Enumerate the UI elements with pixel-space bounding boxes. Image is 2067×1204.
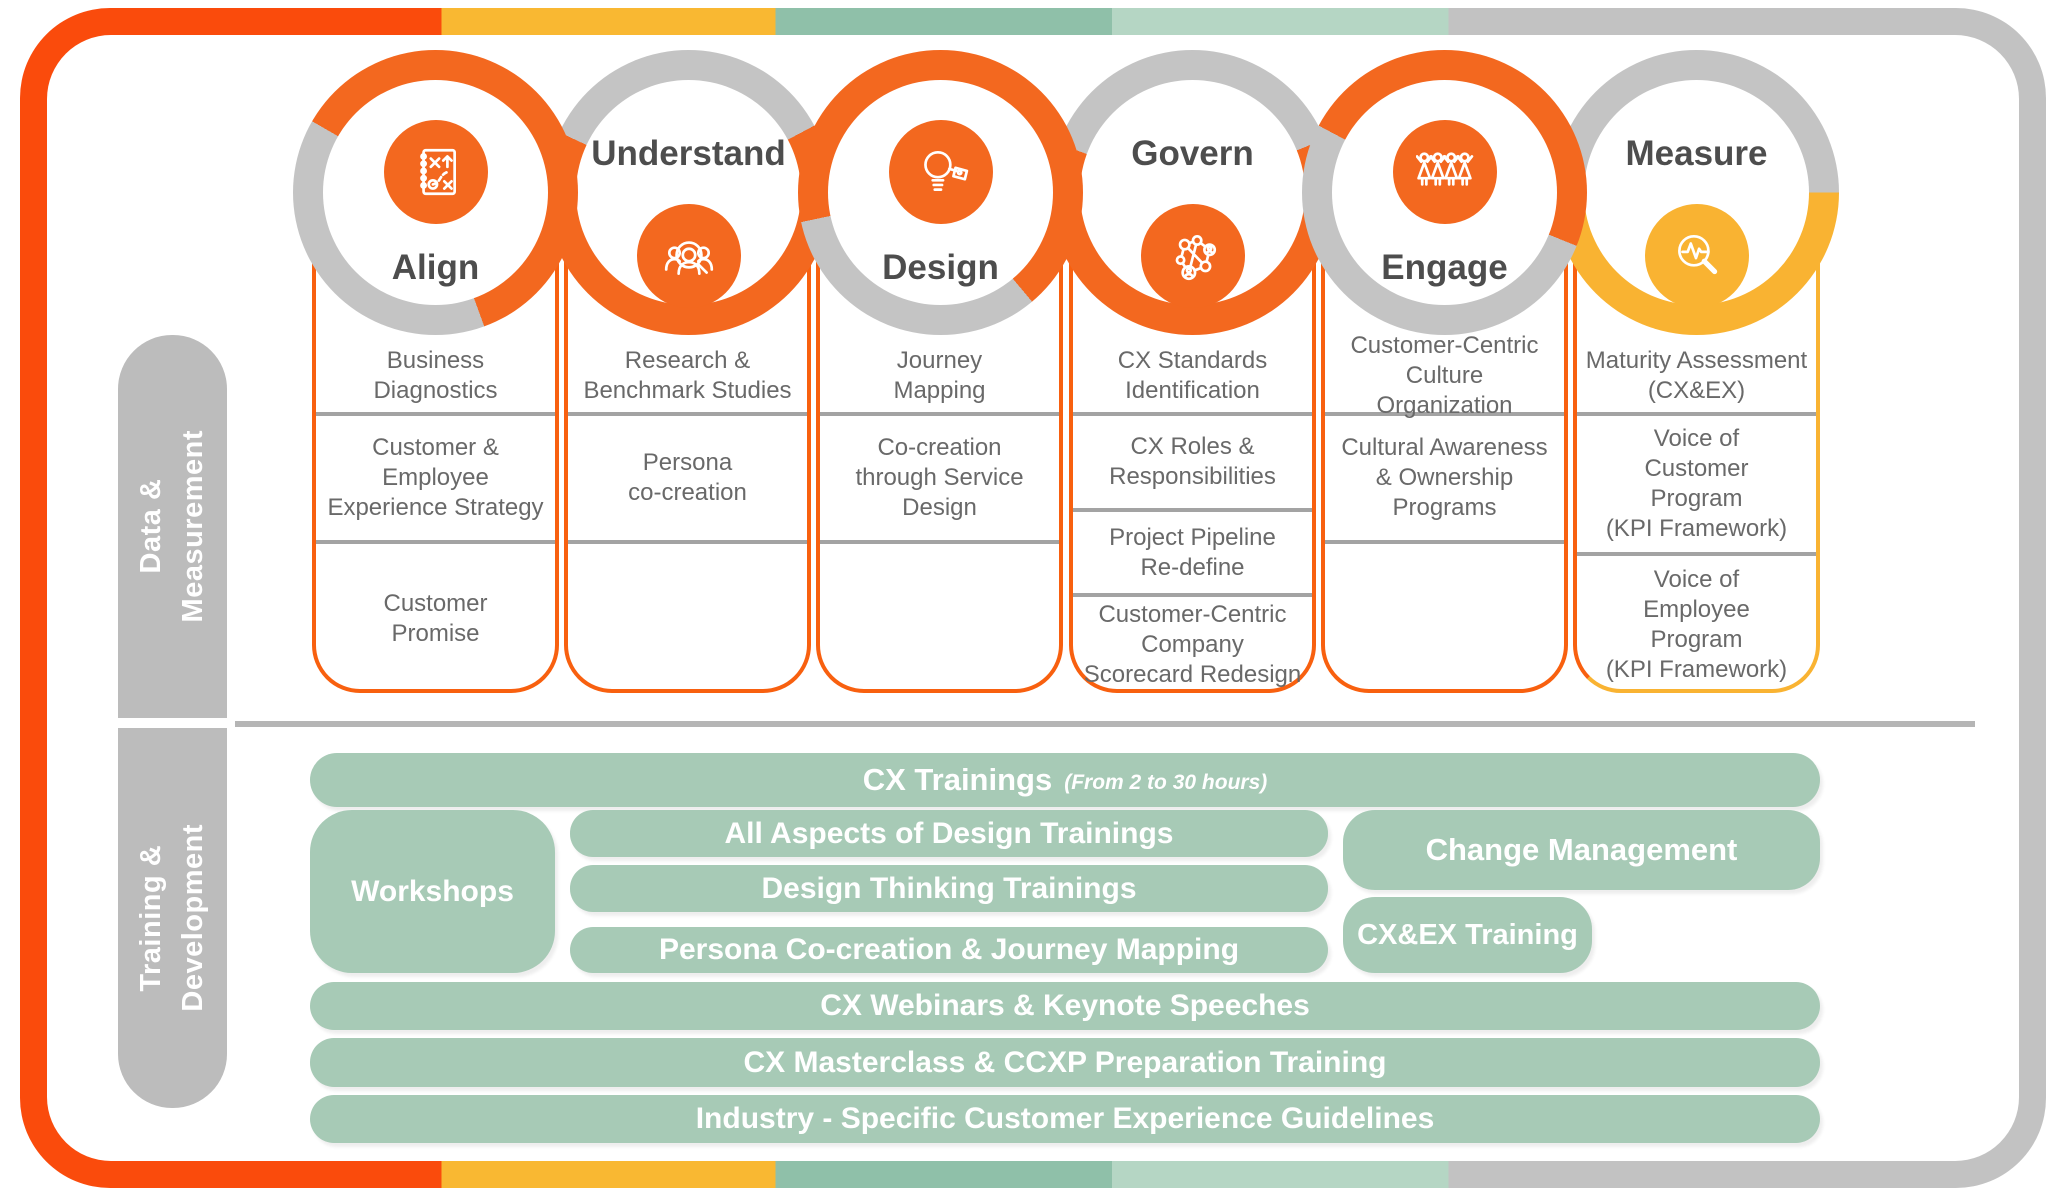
bar-cxex-training: CX&EX Training — [1343, 897, 1592, 973]
bar-all-aspects-design: All Aspects of Design Trainings — [570, 810, 1328, 857]
phase-circle-align: Align — [293, 50, 578, 335]
phase-item: Voice of Employee Program (KPI Framework… — [1577, 552, 1816, 693]
phase-circle-govern: Govern — [1050, 50, 1335, 335]
bar-subtitle: (From 2 to 30 hours) — [1064, 771, 1268, 794]
phase-item: Project Pipeline Re-define — [1073, 508, 1312, 593]
bar-persona-journey: Persona Co-creation & Journey Mapping — [570, 927, 1328, 973]
phase-item: Customer Promise — [316, 540, 555, 693]
phase-name: Design — [882, 248, 999, 287]
phase-item: Cultural Awareness & Ownership Programs — [1325, 412, 1564, 540]
celebrating-people-icon — [1392, 120, 1497, 224]
magnifier-pulse-icon — [1644, 204, 1749, 308]
bar-workshops: Workshops — [310, 810, 555, 973]
phase-item: CX Standards Identification — [1117, 347, 1268, 404]
bar-change-management: Change Management — [1343, 810, 1820, 890]
phase-item: Journey Mapping — [893, 347, 986, 404]
people-network-icon — [1140, 204, 1245, 308]
row-label-text: Data & Measurement — [135, 430, 210, 623]
phase-item: Maturity Assessment (CX&EX) — [1585, 347, 1808, 404]
phase-item: Co-creation through Service Design — [820, 412, 1059, 540]
strategy-plan-icon — [383, 120, 488, 224]
bar-title: CX Trainings — [862, 762, 1053, 797]
phase-circle-design: Design — [798, 50, 1083, 335]
phase-item: CX Roles & Responsibilities — [1073, 412, 1312, 508]
phase-name: Govern — [1131, 134, 1254, 173]
phase-item: Research & Benchmark Studies — [583, 347, 792, 404]
section-divider — [235, 721, 1975, 727]
people-research-icon — [636, 204, 741, 308]
row-label-text: Training & Development — [135, 824, 210, 1012]
phase-item — [568, 540, 807, 693]
phase-name: Align — [391, 248, 480, 287]
bar-cx-trainings: CX Trainings (From 2 to 30 hours) — [310, 753, 1820, 807]
phase-item: Persona co-creation — [568, 412, 807, 540]
phase-name: Measure — [1625, 134, 1768, 173]
phase-item: Business Diagnostics — [373, 347, 498, 404]
phase-ring — [1050, 50, 1335, 335]
bar-design-thinking: Design Thinking Trainings — [570, 865, 1328, 912]
phase-item — [820, 540, 1059, 693]
phase-circle-understand: Understand — [546, 50, 831, 335]
phase-item: Customer-Centric Company Scorecard Redes… — [1073, 593, 1312, 693]
row-label-training-development: Training & Development — [118, 728, 227, 1108]
bar-webinars-keynotes: CX Webinars & Keynote Speeches — [310, 982, 1820, 1030]
phase-circle-engage: Engage — [1302, 50, 1587, 335]
phase-name: Understand — [591, 134, 786, 173]
phase-item: Voice of Customer Program (KPI Framework… — [1577, 412, 1816, 552]
phase-item: Customer & Employee Experience Strategy — [316, 412, 555, 540]
phase-item — [1325, 540, 1564, 693]
phase-item: Customer-Centric Culture Organization — [1350, 332, 1539, 419]
phase-circle-measure: Measure — [1554, 50, 1839, 335]
phase-ring — [546, 50, 831, 335]
lightbulb-tag-icon — [888, 120, 993, 224]
bar-masterclass-ccxp: CX Masterclass & CCXP Preparation Traini… — [310, 1038, 1820, 1087]
bar-industry-guidelines: Industry - Specific Customer Experience … — [310, 1095, 1820, 1143]
row-label-data-measurement: Data & Measurement — [118, 335, 227, 718]
phase-name: Engage — [1381, 248, 1508, 287]
